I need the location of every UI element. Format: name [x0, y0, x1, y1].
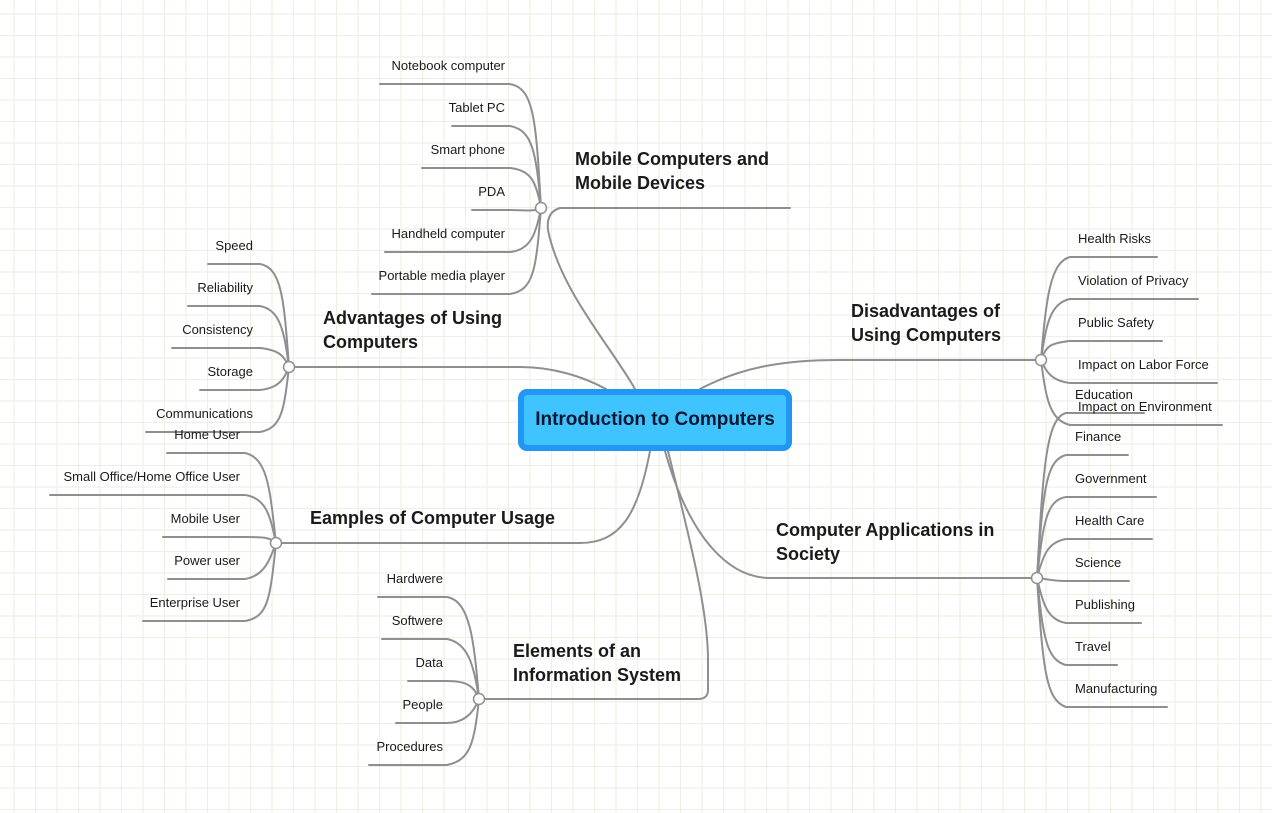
leaf-finance[interactable]: Finance	[1075, 429, 1122, 444]
leaf-impact-on-labor-force[interactable]: Impact on Labor Force	[1078, 357, 1209, 372]
branch-disadvantages[interactable]: Disadvantages of Using Computers	[851, 301, 1002, 345]
leaf-government[interactable]: Government	[1075, 471, 1147, 486]
leaf-communications[interactable]: Communications	[156, 406, 253, 421]
central-topic[interactable]: Introduction to Computers	[518, 389, 792, 451]
leaf-home-user[interactable]: Home User	[174, 427, 240, 442]
leaf-people[interactable]: People	[402, 697, 443, 712]
leaf-science[interactable]: Science	[1075, 555, 1122, 570]
branch-examples-usage[interactable]: Eamples of Computer Usage	[310, 508, 556, 528]
leaf-education[interactable]: Education	[1075, 387, 1133, 402]
leaf-violation-of-privacy[interactable]: Violation of Privacy	[1078, 273, 1189, 288]
leaf-public-safety[interactable]: Public Safety	[1078, 315, 1154, 330]
collapse-node-elements	[472, 692, 486, 706]
leaf-pda[interactable]: PDA	[478, 184, 505, 199]
leaf-consistency[interactable]: Consistency	[182, 322, 253, 337]
branch-computer-applications[interactable]: Computer Applications in Society	[776, 520, 995, 564]
leaf-health-risks[interactable]: Health Risks	[1078, 231, 1151, 246]
collapse-node-applications	[1030, 571, 1044, 585]
leaf-data[interactable]: Data	[415, 655, 443, 670]
collapse-node-examples	[269, 536, 283, 550]
leaf-power-user[interactable]: Power user	[174, 553, 240, 568]
central-topic-label: Introduction to Computers	[535, 409, 775, 430]
collapse-node-mobile	[534, 201, 548, 215]
leaf-small-office-home-office-user[interactable]: Small Office/Home Office User	[63, 469, 240, 484]
leaf-mobile-user[interactable]: Mobile User	[170, 511, 240, 526]
leaf-manufacturing[interactable]: Manufacturing	[1075, 681, 1158, 696]
leaf-reliability[interactable]: Reliability	[197, 280, 253, 295]
branch-mobile-computers[interactable]: Mobile Computers and Mobile Devices	[575, 149, 770, 193]
leaf-hardwere[interactable]: Hardwere	[386, 571, 443, 586]
collapse-node-advantages	[282, 360, 296, 374]
collapse-node-disadvantages	[1034, 353, 1048, 367]
leaf-softwere[interactable]: Softwere	[391, 613, 443, 628]
leaf-travel[interactable]: Travel	[1075, 639, 1111, 654]
branch-elements-information-system[interactable]: Elements of an Information System	[513, 641, 682, 685]
leaf-tablet-pc[interactable]: Tablet PC	[448, 100, 505, 115]
branch-advantages[interactable]: Advantages of Using Computers	[323, 308, 503, 352]
leaf-handheld-computer[interactable]: Handheld computer	[391, 226, 505, 241]
leaf-procedures[interactable]: Procedures	[376, 739, 443, 754]
leaf-impact-on-environment[interactable]: Impact on Environment	[1078, 399, 1212, 414]
leaf-portable-media-player[interactable]: Portable media player	[378, 268, 505, 283]
leaf-health-care[interactable]: Health Care	[1075, 513, 1145, 528]
leaf-speed[interactable]: Speed	[215, 238, 253, 253]
leaf-publishing[interactable]: Publishing	[1075, 597, 1135, 612]
leaf-smart-phone[interactable]: Smart phone	[430, 142, 505, 157]
leaf-enterprise-user[interactable]: Enterprise User	[149, 595, 240, 610]
leaf-storage[interactable]: Storage	[207, 364, 253, 379]
leaf-notebook-computer[interactable]: Notebook computer	[391, 58, 505, 73]
